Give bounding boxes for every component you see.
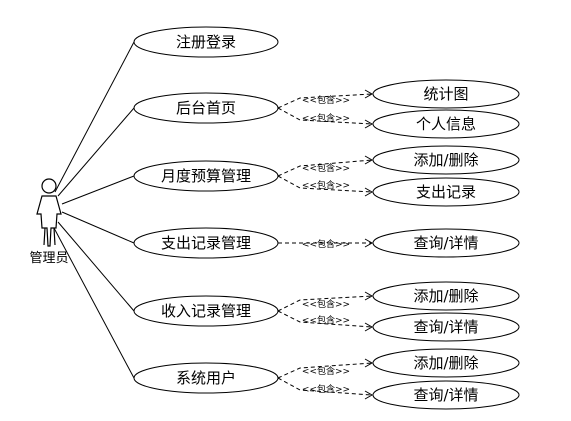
- include-arrowhead: [364, 89, 374, 99]
- use-case-stats-chart[interactable]: 统计图: [372, 79, 520, 109]
- use-case-label: 添加/删除: [413, 354, 478, 372]
- use-case-expense-query[interactable]: 查询/详情: [372, 228, 520, 258]
- use-case-label: 月度预算管理: [161, 167, 251, 185]
- include-arrowhead: [364, 358, 374, 368]
- use-case-label: 注册登录: [176, 33, 236, 51]
- use-case-users-query[interactable]: 查询/详情: [372, 380, 520, 410]
- use-case-admin-home[interactable]: 后台首页: [133, 92, 279, 124]
- use-case-expense-record[interactable]: 支出记录: [372, 177, 520, 207]
- include-label: <<包含>>: [302, 238, 350, 250]
- use-case-label: 查询/详情: [413, 318, 478, 336]
- include-arrowhead: [364, 322, 374, 332]
- include-label: <<包含>>: [302, 179, 350, 191]
- include-label: <<包含>>: [302, 298, 350, 310]
- include-label: <<包含>>: [302, 365, 350, 377]
- use-case-income-add-delete[interactable]: 添加/删除: [372, 281, 520, 311]
- include-arrowhead: [364, 390, 374, 400]
- include-line: [277, 295, 373, 312]
- include-line: [277, 362, 373, 379]
- association-line: [61, 175, 135, 205]
- include-label: <<包含>>: [302, 314, 350, 326]
- use-case-label: 支出记录管理: [161, 234, 251, 252]
- use-case-users-add-delete[interactable]: 添加/删除: [372, 348, 520, 378]
- use-case-expense-mgmt[interactable]: 支出记录管理: [133, 227, 279, 259]
- include-line: [277, 107, 373, 125]
- association-line: [61, 211, 135, 244]
- use-case-register-login[interactable]: 注册登录: [133, 26, 279, 58]
- actor-admin: 管理员: [29, 178, 69, 266]
- include-line: [277, 175, 373, 193]
- use-case-label: 查询/详情: [413, 386, 478, 404]
- use-case-label: 系统用户: [176, 369, 236, 387]
- use-case-income-query[interactable]: 查询/详情: [372, 312, 520, 342]
- include-line: [277, 310, 373, 328]
- include-arrowhead: [364, 155, 374, 165]
- include-label: <<包含>>: [302, 383, 350, 395]
- association-line: [57, 107, 135, 197]
- include-arrowhead: [364, 119, 374, 129]
- include-label: <<包含>>: [302, 94, 350, 106]
- associations: [53, 41, 135, 379]
- use-case-personal-info[interactable]: 个人信息: [372, 109, 520, 139]
- actor-name: 管理员: [29, 251, 68, 266]
- use-case-label: 后台首页: [176, 99, 236, 117]
- stick-figure-icon: [36, 178, 62, 247]
- include-arrowhead: [364, 238, 374, 248]
- include-arrowhead: [364, 291, 374, 301]
- association-line: [53, 227, 135, 379]
- use-case-label: 收入记录管理: [161, 302, 251, 320]
- include-line: [277, 377, 373, 396]
- include-label: <<包含>>: [302, 162, 350, 174]
- use-case-label: 统计图: [423, 85, 468, 103]
- include-relations: <<包含>> <<包含>> <<包含>> <<包含>> <<包含>> <<包含>…: [277, 89, 374, 400]
- include-line: [277, 159, 373, 177]
- use-case-label: 添加/删除: [413, 151, 478, 169]
- use-case-budget-add-delete[interactable]: 添加/删除: [372, 145, 520, 175]
- use-case-system-users[interactable]: 系统用户: [133, 362, 279, 394]
- include-label: <<包含>>: [302, 112, 350, 124]
- association-line: [54, 41, 135, 193]
- include-line: [277, 93, 373, 109]
- use-case-label: 添加/删除: [413, 287, 478, 305]
- use-case-monthly-budget[interactable]: 月度预算管理: [133, 160, 279, 192]
- use-case-label: 个人信息: [416, 115, 476, 133]
- use-case-label: 支出记录: [416, 183, 476, 201]
- use-case-income-mgmt[interactable]: 收入记录管理: [133, 295, 279, 327]
- include-arrowhead: [364, 187, 374, 197]
- association-line: [57, 221, 135, 312]
- use-case-label: 查询/详情: [413, 234, 478, 252]
